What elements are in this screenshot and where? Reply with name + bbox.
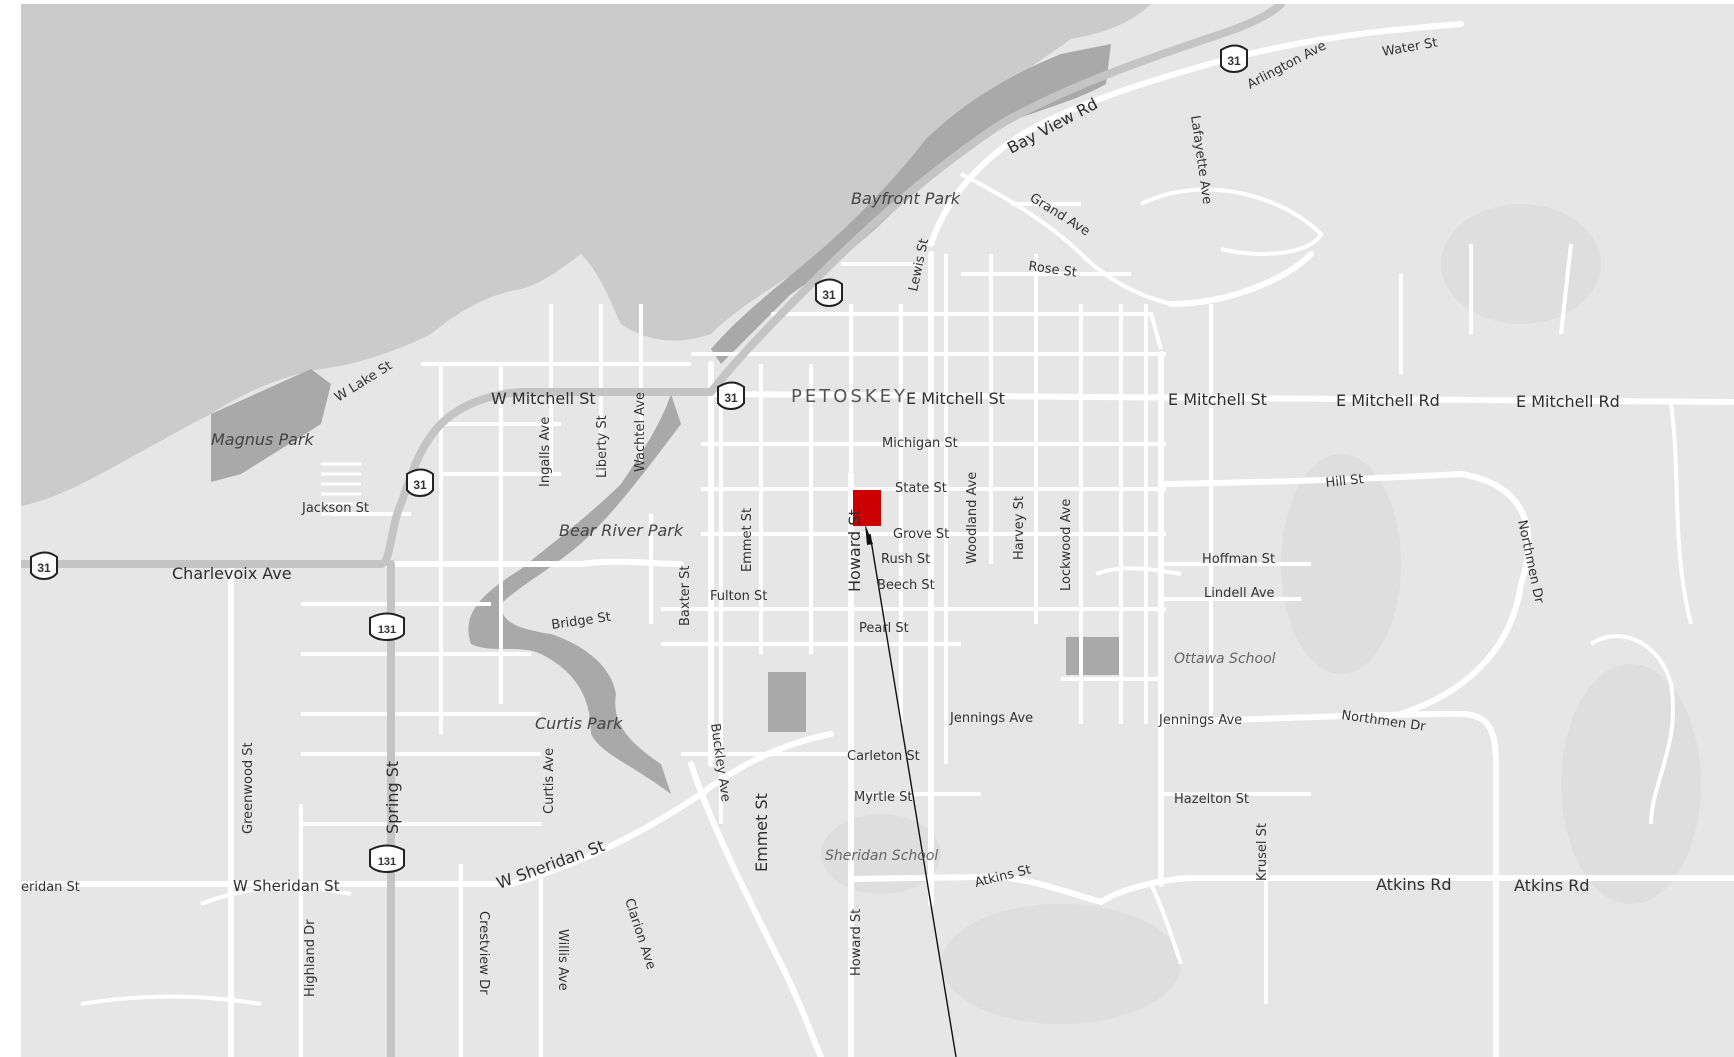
us31-north [707,4,1285,396]
street-label-highland-dr: Highland Dr [303,919,318,997]
street-label-baxter-st: Baxter St [678,566,693,627]
us31-shield-west: 31 [30,551,58,580]
street-label-e-mitchell-st-2: E Mitchell St [1168,390,1267,409]
pointer-arrow-icon [865,524,873,545]
street-label-e-mitchell-st: E Mitchell St [906,389,1005,408]
w-sheridan-line [21,731,834,887]
us131-shield-south: 131 [369,844,405,873]
street-label-w-mitchell-st: W Mitchell St [491,389,596,408]
street-label-howard-st: Howard St [845,509,864,592]
street-label-harvey-st: Harvey St [1012,496,1027,560]
street-label-krusel-st: Krusel St [1255,823,1270,881]
street-label-crestview-dr: Crestview Dr [476,911,491,995]
street-label-ingalls-ave: Ingalls Ave [538,417,553,487]
us31-shield-jackson-label: 31 [413,478,427,492]
us31-shield-north-label: 31 [1227,54,1241,68]
map-view[interactable]: 31 31 31 31 31 131 131 PETOSKEY Bayfront… [21,4,1734,1057]
street-label-emmet-st: Emmet St [752,793,771,872]
street-label-atkins-rd: Atkins Rd [1376,875,1451,894]
street-label-hazelton-st: Hazelton St [1174,792,1249,807]
school-label-sheridan[interactable]: Sheridan School [825,848,938,864]
school-label-ottawa[interactable]: Ottawa School [1174,651,1276,667]
street-label-jennings-ave: Jennings Ave [949,711,1033,726]
street-label-jennings-ave-2: Jennings Ave [1158,713,1242,728]
street-label-hill-st: Hill St [1325,472,1364,491]
street-label-lindell-ave: Lindell Ave [1204,586,1275,601]
map-canvas[interactable]: 31 31 31 31 31 131 131 PETOSKEY Bayfront… [21,4,1734,1057]
hill-st-northmen-line [1163,470,1532,717]
main-roads [21,21,1734,1057]
us131-shield-north: 131 [369,612,405,641]
highway-roads [21,4,1285,1057]
street-label-howard-st-south: Howard St [849,909,864,976]
street-label-charlevoix-ave: Charlevoix Ave [172,564,292,583]
e-mitchell-road-line [708,391,1734,405]
city-label: PETOSKEY [791,386,908,407]
street-label-emmet-st-north: Emmet St [740,508,755,572]
charlevoix-west-line [21,558,684,567]
us31-shield-bay: 31 [815,278,843,307]
us31-shield-bay-label: 31 [822,288,836,302]
northmen-jennings-line [1158,710,1499,1057]
street-label-e-mitchell-rd: E Mitchell Rd [1336,391,1440,410]
location-marker[interactable] [853,490,881,526]
street-label-spring-st: Spring St [383,761,402,834]
jackson-interchange [321,462,361,516]
street-label-state-st: State St [895,481,947,496]
street-label-rush-st: Rush St [881,552,930,567]
pointer-line [869,533,957,1057]
street-label-woodland-ave: Woodland Ave [965,472,980,564]
street-label-fulton-st: Fulton St [710,589,767,604]
street-label-pearl-st: Pearl St [859,621,909,636]
street-label-michigan-st: Michigan St [882,436,958,451]
street-label-grove-st: Grove St [893,527,949,542]
us31-west [21,388,715,568]
us131-shield-north-label: 131 [378,624,396,636]
us31-shield-west-label: 31 [37,561,51,575]
park-label-bayfront[interactable]: Bayfront Park [851,189,961,208]
us31-shield-mitchell-label: 31 [724,391,738,405]
street-label-carleton-st: Carleton St [847,749,920,764]
street-label-greenwood-st: Greenwood St [241,742,256,834]
street-label-e-mitchell-rd-2: E Mitchell Rd [1516,392,1620,411]
atkins-line [848,873,1734,906]
park-label-curtis[interactable]: Curtis Park [535,714,623,733]
emmet-south-line [688,761,824,1057]
park-label-magnus[interactable]: Magnus Park [211,430,315,449]
bay-view-local-line [928,21,1464,247]
street-label-rose-st: Rose St [1027,259,1077,281]
street-label-w-sheridan-st: W Sheridan St [233,877,340,895]
us131-shield-south-label: 131 [378,856,396,868]
street-label-myrtle-st: Myrtle St [854,790,912,805]
street-label-willis-ave: Willis Ave [555,929,570,991]
park-label-bear-river[interactable]: Bear River Park [559,521,684,540]
street-label-curtis-ave: Curtis Ave [542,748,557,814]
bay-view-connector [1168,251,1314,307]
us31-shield-north: 31 [1220,44,1248,73]
park-areas [211,44,1121,794]
street-label-wachtel-ave: Wachtel Ave [633,392,648,472]
bay-water [21,4,1151,506]
street-label-jackson-st: Jackson St [301,501,369,516]
street-label-beech-st: Beech St [877,578,935,593]
us31-shield-jackson: 31 [406,468,434,497]
us31-shield-mitchell: 31 [717,381,745,410]
street-label-hoffman-st: Hoffman St [1202,552,1275,567]
street-label-atkins-rd-2: Atkins Rd [1514,876,1589,895]
street-label-liberty-st: Liberty St [595,415,610,478]
street-label-w-sheridan-st-edge: eridan St [21,880,80,895]
street-label-lockwood-ave: Lockwood Ave [1059,499,1074,591]
